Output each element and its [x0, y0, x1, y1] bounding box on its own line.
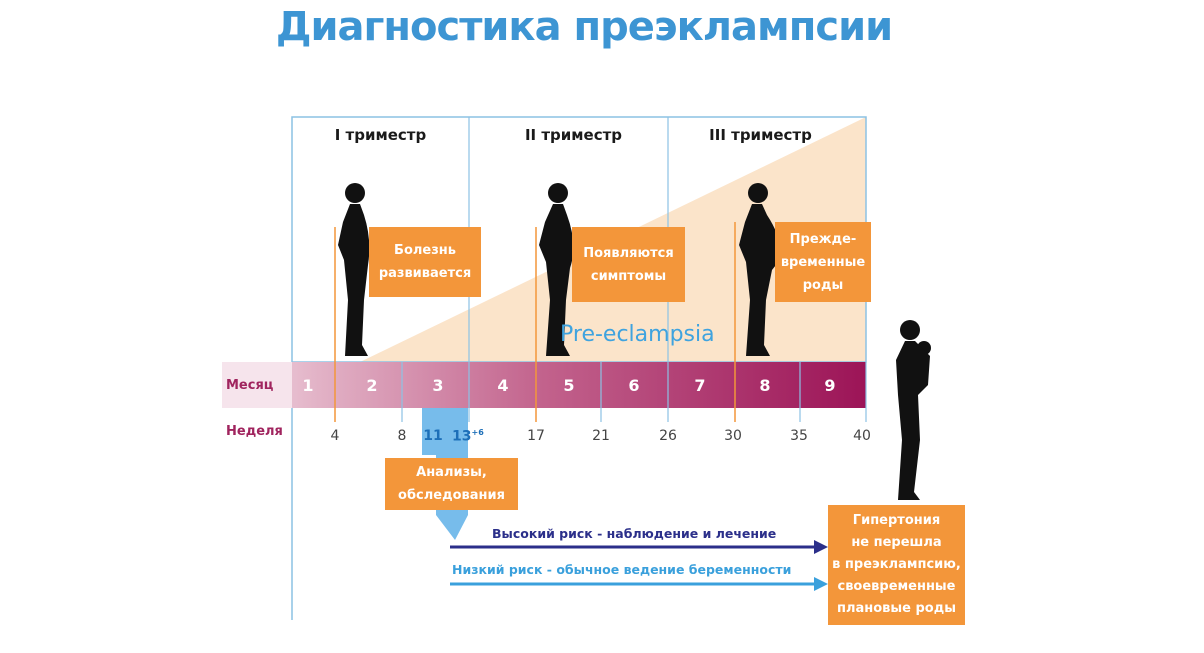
- outcome-box: Гипертония не перешла в преэклампсию, св…: [828, 505, 965, 625]
- week-row-label: Неделя: [226, 424, 283, 439]
- low-risk-arrow: [450, 577, 828, 591]
- screening-box-line: Анализы,: [416, 465, 487, 480]
- week-40: 40: [853, 428, 871, 444]
- outcome-box-line: Гипертония: [852, 513, 941, 528]
- stage-box-line: Прежде-: [789, 231, 857, 247]
- month-7: 7: [694, 375, 706, 395]
- week-21: 21: [592, 428, 610, 444]
- stage-box-disease-develops: Болезнь развивается: [369, 227, 481, 297]
- silhouette-1: [338, 183, 370, 356]
- month-6: 6: [628, 375, 640, 395]
- stage-box-line: временные: [780, 254, 866, 270]
- month-4: 4: [497, 375, 509, 395]
- stage-box-line: развивается: [378, 266, 472, 281]
- month-3: 3: [432, 375, 444, 395]
- stage-box-line: Болезнь: [394, 243, 456, 258]
- week-13-6: 13+6: [452, 428, 502, 445]
- week-30: 30: [724, 428, 742, 444]
- silhouette-3: [739, 183, 780, 356]
- week-13: 13: [452, 428, 472, 445]
- screening-box-line: обследования: [398, 488, 505, 503]
- silhouette-2: [539, 183, 574, 356]
- preeclampsia-label: Pre-eclampsia: [560, 322, 715, 347]
- week-4: 4: [330, 428, 340, 444]
- stage-lines: [334, 222, 736, 422]
- week-13-sup: +6: [471, 428, 484, 437]
- outcome-box-line: не перешла: [851, 535, 942, 550]
- low-risk-label: Низкий риск - обычное ведение беременнос…: [452, 562, 792, 577]
- stage-box-line: Появляются: [583, 245, 674, 261]
- trimester-1-label: I триместр: [334, 126, 427, 144]
- month-5: 5: [563, 375, 575, 395]
- month-8: 8: [759, 375, 771, 395]
- page-title: Диагностика преэклампсии: [275, 4, 893, 50]
- stage-box-line: симптомы: [590, 268, 667, 284]
- outcome-box-line: в преэклампсию,: [832, 557, 961, 572]
- stage-box-line: роды: [802, 277, 844, 293]
- week-8: 8: [397, 428, 407, 444]
- month-row-label: Месяц: [226, 378, 274, 393]
- high-risk-label: Высокий риск - наблюдение и лечение: [492, 526, 777, 541]
- week-11: 11: [423, 428, 443, 444]
- outcome-box-line: своевременные: [837, 579, 956, 594]
- trimester-2-label: II триместр: [524, 126, 623, 144]
- outcome-box-line: плановые роды: [836, 601, 956, 616]
- high-risk-arrow: [450, 540, 828, 554]
- month-9: 9: [824, 375, 836, 395]
- stage-box-symptoms: Появляются симптомы: [572, 227, 685, 302]
- week-17: 17: [527, 428, 545, 444]
- month-bar: [222, 362, 866, 408]
- week-35: 35: [790, 428, 808, 444]
- mother-with-baby-silhouette: [896, 320, 931, 500]
- week-ticks: [401, 362, 867, 422]
- month-1: 1: [302, 375, 314, 395]
- screening-box: Анализы, обследования: [385, 458, 518, 510]
- week-26: 26: [659, 428, 677, 444]
- stage-box-premature-birth: Прежде- временные роды: [775, 222, 871, 302]
- month-2: 2: [366, 375, 378, 395]
- trimester-3-label: III триместр: [709, 126, 812, 144]
